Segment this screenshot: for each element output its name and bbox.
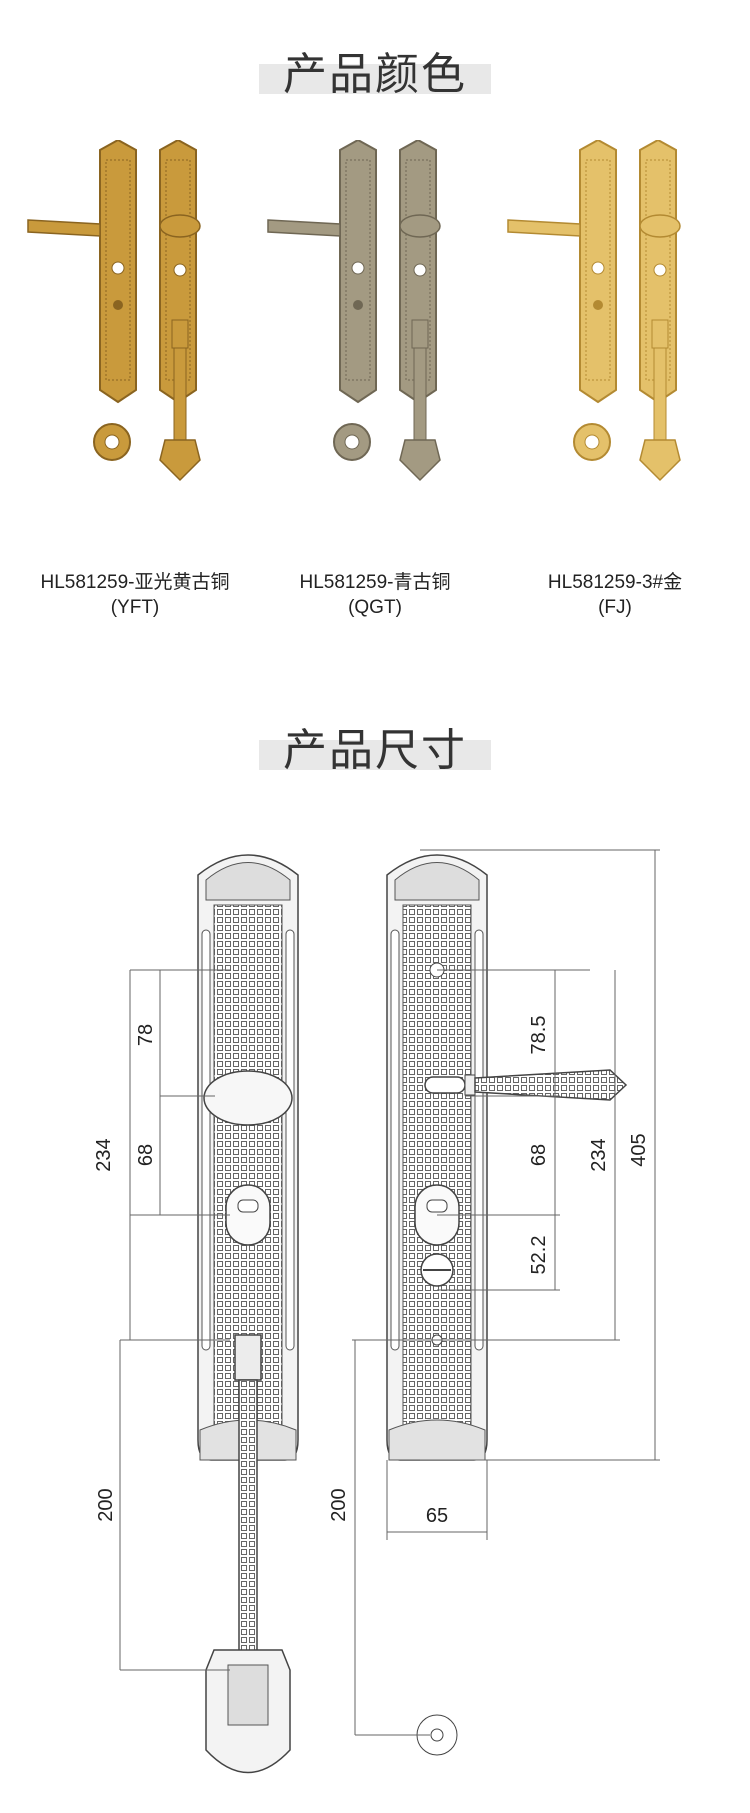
handle-end	[399, 439, 441, 482]
variant-label: HL581259-3#金 (FJ)	[500, 570, 730, 620]
lock-illustration	[27, 140, 201, 482]
plate-texture	[585, 159, 611, 381]
variant-code: (QGT)	[348, 597, 402, 618]
keyhole	[413, 263, 427, 277]
dim-right-total-mid: 234	[588, 1138, 610, 1171]
dim-left-lower: 68	[135, 1144, 157, 1166]
variant-model: HL581259-亚光黄古铜	[40, 572, 230, 593]
variant-label: HL581259-青古铜 (QGT)	[260, 570, 490, 620]
dim-right-lower: 52.2	[528, 1236, 550, 1275]
pull-handle	[413, 347, 427, 449]
handle-end	[639, 439, 681, 482]
pull-handle	[173, 347, 187, 449]
variant-yft: HL581259-亚光黄古铜 (YFT)	[20, 140, 250, 618]
keyhole	[653, 263, 667, 277]
thumb-turn	[353, 300, 363, 310]
colors-title-underlay	[259, 64, 491, 94]
handle-end	[159, 439, 201, 482]
plate-texture	[345, 159, 371, 381]
variant-label: HL581259-亚光黄古铜 (YFT)	[20, 570, 250, 620]
dim-right-width: 65	[426, 1505, 448, 1527]
dim-right-upper: 78.5	[528, 1016, 550, 1055]
handle-mount	[651, 319, 669, 349]
dim-right-middle: 68	[528, 1144, 550, 1166]
knob	[159, 214, 201, 238]
lock-illustration	[267, 140, 441, 482]
keyhole	[111, 261, 125, 275]
rosette-center	[584, 434, 600, 450]
left-plate	[197, 854, 299, 1774]
plate-texture	[105, 159, 131, 381]
thumb-turn	[593, 300, 603, 310]
lever-handle	[267, 219, 341, 237]
colors-title: 产品颜色	[283, 49, 467, 100]
keyhole	[591, 261, 605, 275]
rosette-center	[344, 434, 360, 450]
keyhole	[173, 263, 187, 277]
dimension-lines	[119, 849, 660, 1736]
knob	[639, 214, 681, 238]
dimension-drawing: 78 68 234 200 78.5 68 52.2 234 405 65 20…	[0, 820, 750, 1800]
dim-left-upper: 78	[135, 1024, 157, 1046]
dim-right-handle: 200	[328, 1488, 350, 1521]
lever-handle	[27, 219, 101, 237]
variant-code: (FJ)	[598, 597, 632, 618]
pull-handle	[653, 347, 667, 449]
dim-left-handle: 200	[95, 1488, 117, 1521]
rosette-center	[104, 434, 120, 450]
variant-code: (YFT)	[110, 597, 160, 618]
size-title-underlay	[259, 740, 491, 770]
dimension-svg: 78 68 234 200 78.5 68 52.2 234 405 65 20…	[93, 849, 660, 1774]
handle-mount	[411, 319, 429, 349]
dim-right-total: 405	[628, 1133, 650, 1166]
size-title: 产品尺寸	[283, 725, 467, 776]
right-plate	[386, 854, 628, 1756]
dim-left-total: 234	[93, 1138, 115, 1171]
variant-qgt: HL581259-青古铜 (QGT)	[260, 140, 490, 618]
thumb-turn	[113, 300, 123, 310]
lever-handle	[507, 219, 581, 237]
keyhole	[351, 261, 365, 275]
handle-mount	[171, 319, 189, 349]
knob	[399, 214, 441, 238]
variant-model: HL581259-3#金	[547, 572, 683, 593]
variant-model: HL581259-青古铜	[299, 572, 451, 593]
variant-fj: HL581259-3#金 (FJ)	[500, 140, 730, 618]
lock-illustration	[507, 140, 681, 482]
